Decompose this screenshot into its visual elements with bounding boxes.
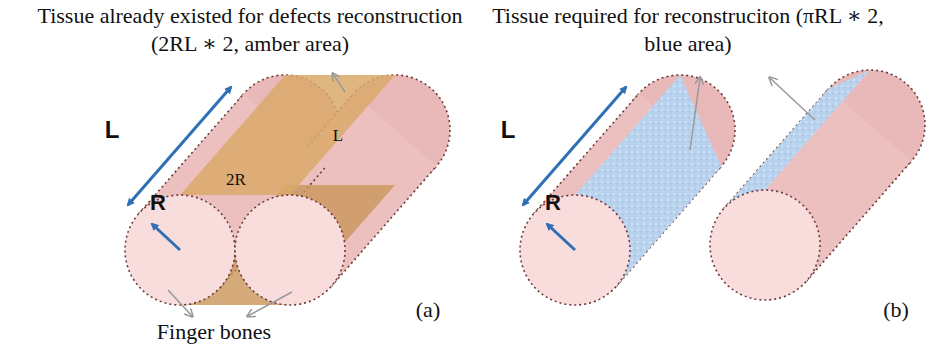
cylinder-outline — [520, 195, 630, 305]
blue-area — [724, 70, 870, 209]
pointer-arrow — [690, 78, 700, 150]
figure-label: Finger bones — [157, 319, 271, 345]
bone-cross-section — [710, 190, 820, 300]
figure-label: (a) — [416, 297, 440, 323]
cylinder-outline — [710, 190, 820, 300]
bone-cross-section — [125, 195, 235, 305]
figure-label: (b) — [883, 297, 909, 323]
figure-label: L — [105, 116, 120, 144]
dimension-arrow — [152, 224, 180, 250]
dimension-arrow — [523, 87, 626, 205]
figure-label: L — [501, 116, 516, 144]
cylinder-outline — [724, 89, 829, 209]
figure-label: R — [545, 190, 561, 216]
panel-heading: Tissue required for reconstruciton (πRL … — [478, 2, 898, 58]
dimension-arrow — [547, 224, 575, 250]
panel-heading: Tissue already existed for defects recon… — [30, 2, 470, 58]
dimension-arrow — [128, 87, 231, 205]
pointer-arrow — [770, 78, 815, 120]
figure-label: 2R — [226, 170, 246, 190]
bone-cross-section — [520, 195, 630, 305]
cylinder-outline — [235, 195, 345, 305]
pointer-arrow — [248, 292, 292, 316]
figure-label: L — [333, 126, 343, 146]
pointer-arrow — [168, 290, 192, 316]
figure-label: R — [150, 190, 166, 216]
amber-area — [180, 75, 395, 195]
bone-cross-section — [235, 195, 345, 305]
cylinder-outline — [806, 161, 911, 281]
cylinder-outline — [125, 195, 235, 305]
pointer-arrow — [333, 74, 345, 92]
